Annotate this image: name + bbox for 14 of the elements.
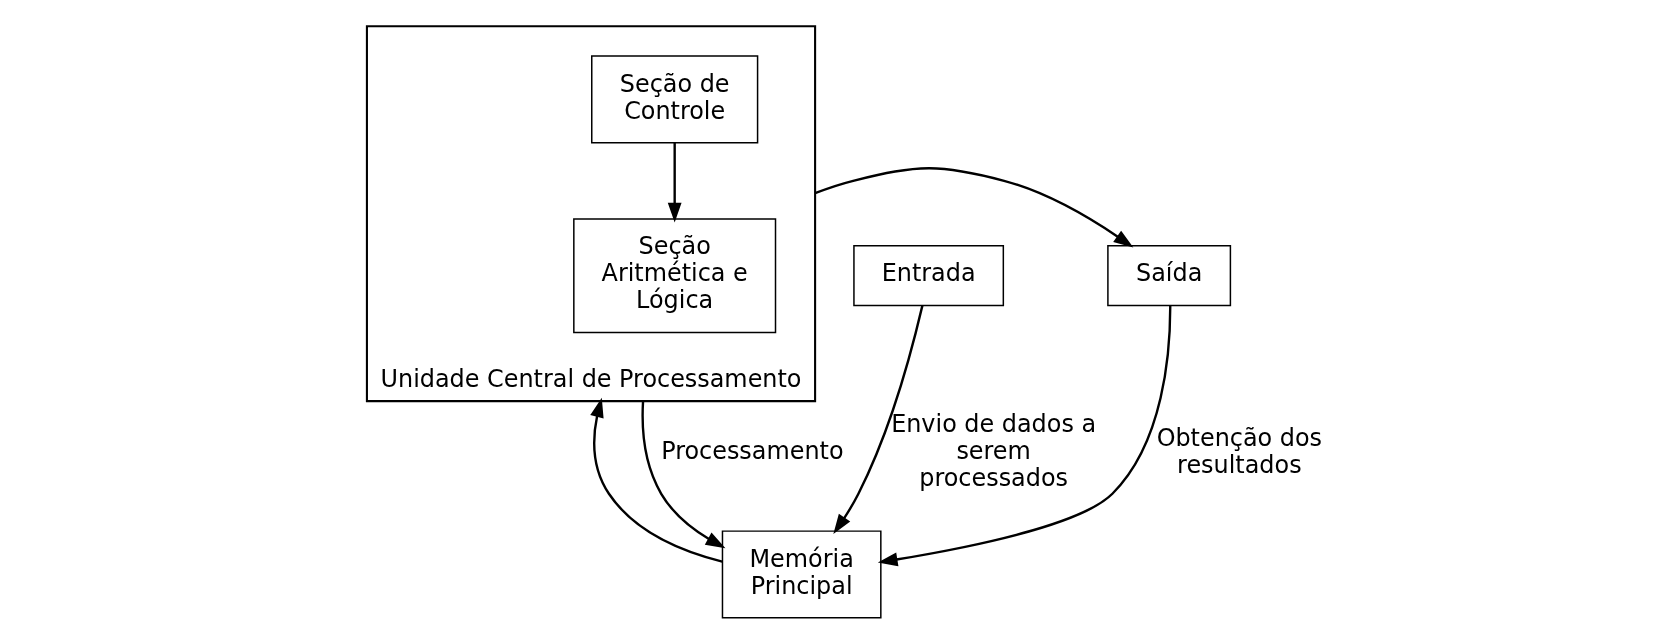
arrow — [589, 397, 722, 563]
node-box: Seção Aritmética e Lógica — [572, 218, 776, 334]
node-box: Memória Principal — [721, 530, 882, 619]
edge-label: Processamento — [660, 437, 844, 466]
node-box: Entrada — [852, 245, 1004, 307]
edge-label: Obtenção dos resultados — [1156, 423, 1322, 479]
arrow — [640, 401, 725, 549]
arrow — [877, 305, 1171, 567]
node-box: Seção de Controle — [590, 55, 758, 144]
node-box: Saída — [1106, 245, 1231, 307]
arrow — [667, 142, 682, 223]
arrow — [832, 305, 924, 534]
arrow — [814, 167, 1133, 248]
edge-label: Envio de dados a serem processados — [890, 410, 1096, 493]
